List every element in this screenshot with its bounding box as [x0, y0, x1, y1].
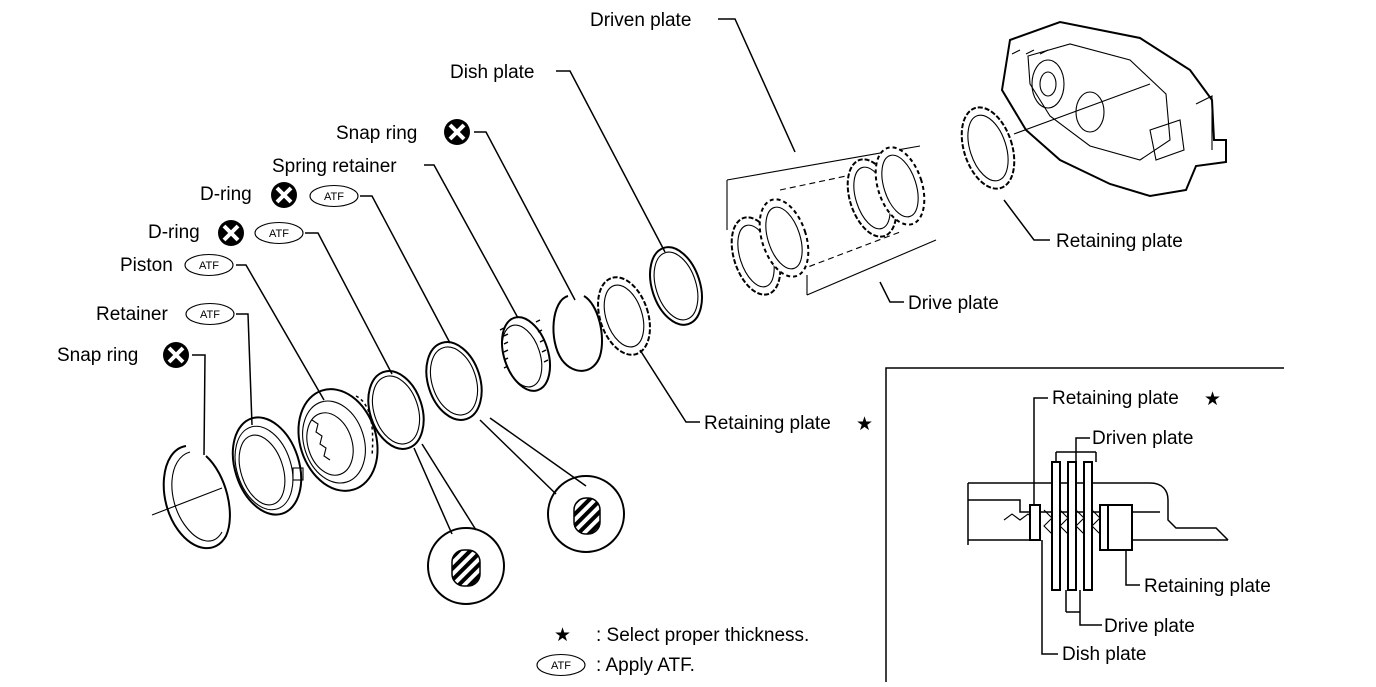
retainer-part — [231, 416, 304, 516]
label-d-ring-upper: D-ring — [200, 184, 252, 205]
inset-label-drive-plate: Drive plate — [1104, 616, 1195, 637]
atf-badge: ATF — [254, 221, 304, 245]
snap-ring-part — [151, 445, 231, 550]
svg-text:ATF: ATF — [200, 309, 220, 321]
inset-label-retaining-plate: Retaining plate — [1144, 576, 1271, 597]
no-reuse-icon — [442, 117, 472, 147]
label-drive-plate: Drive plate — [908, 293, 999, 314]
label-retaining-plate-star: Retaining plate — [704, 413, 831, 434]
inset-label-retaining-plate-star: Retaining plate — [1052, 388, 1179, 409]
label-dish-plate: Dish plate — [450, 62, 535, 83]
retaining-plate-part — [960, 106, 1016, 190]
label-d-ring-lower: D-ring — [148, 222, 200, 243]
label-retaining-plate-right: Retaining plate — [1056, 231, 1183, 252]
label-snap-ring-left: Snap ring — [57, 345, 138, 366]
atf-badge: ATF — [184, 253, 234, 277]
inset-label-driven-plate: Driven plate — [1092, 428, 1193, 449]
no-reuse-icon — [216, 218, 246, 248]
no-reuse-icon — [161, 340, 191, 370]
atf-badge: ATF — [309, 184, 359, 208]
label-snap-ring-top: Snap ring — [336, 123, 417, 144]
svg-text:ATF: ATF — [269, 228, 289, 240]
detail-circle — [547, 475, 625, 553]
leader-lines — [192, 18, 1050, 535]
spring-retainer-part — [499, 316, 551, 392]
plate-pack — [726, 145, 937, 296]
dish-plate-part — [649, 246, 703, 326]
star-icon: ★ — [1204, 389, 1221, 410]
detail-circle — [427, 527, 505, 605]
svg-text:ATF: ATF — [324, 191, 344, 203]
svg-text:ATF: ATF — [199, 260, 219, 272]
d-ring-part — [367, 370, 425, 450]
legend-atf-text: : Apply ATF. — [596, 655, 695, 676]
atf-badge: ATF — [185, 302, 235, 326]
label-spring-retainer: Spring retainer — [272, 156, 397, 177]
snap-ring-part — [552, 295, 604, 372]
d-ring-part — [425, 341, 483, 421]
legend-star-icon: ★ — [554, 625, 571, 646]
inset-panel — [885, 367, 1284, 682]
transmission-case — [1000, 20, 1227, 198]
label-piston: Piston — [120, 255, 173, 276]
label-retainer: Retainer — [96, 304, 168, 325]
no-reuse-icon — [269, 180, 299, 210]
svg-text:ATF: ATF — [551, 660, 571, 672]
inset-label-dish-plate: Dish plate — [1062, 644, 1147, 665]
retaining-plate-part — [597, 276, 651, 356]
legend-star-text: : Select proper thickness. — [596, 625, 809, 646]
star-icon: ★ — [856, 414, 873, 435]
legend-atf-badge: ATF — [536, 653, 586, 677]
label-driven-plate: Driven plate — [590, 10, 691, 31]
